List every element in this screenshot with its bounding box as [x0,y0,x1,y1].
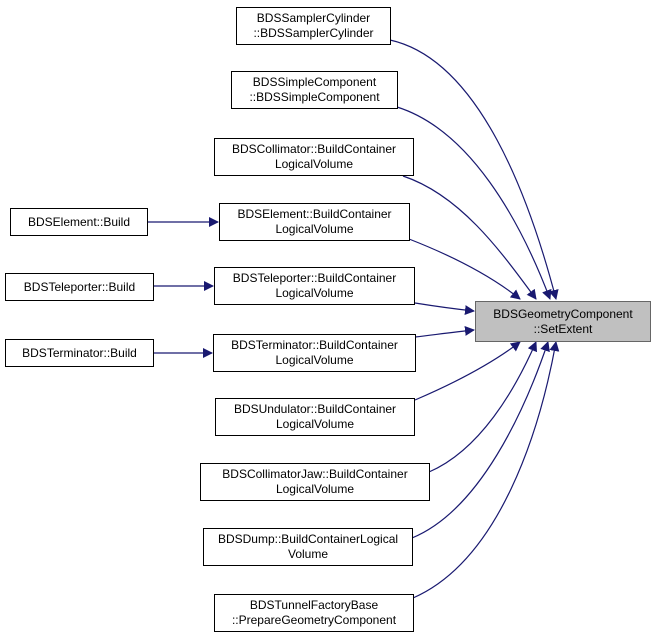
edge-collimator [402,175,537,300]
edge-sampler-cylinder [389,39,559,300]
edge-simple-component [396,106,552,300]
node-dump-build-container[interactable]: BDSDump::BuildContainerLogical Volume [203,528,413,566]
node-element-build-container[interactable]: BDSElement::BuildContainer LogicalVolume [219,203,410,241]
edge-element-bclv [408,238,521,300]
node-teleporter-build[interactable]: BDSTeleporter::Build [5,273,154,301]
node-collimatorjaw-build-container[interactable]: BDSCollimatorJaw::BuildContainer Logical… [200,463,430,501]
node-element-build[interactable]: BDSElement::Build [10,208,148,236]
node-sampler-cylinder[interactable]: BDSSamplerCylinder ::BDSSamplerCylinder [236,7,391,45]
node-teleporter-build-container[interactable]: BDSTeleporter::BuildContainer LogicalVol… [214,267,415,305]
edge-dump-bclv [411,341,550,539]
edge-teleporter-bclv [414,302,475,316]
edge-undulator-bclv [414,341,521,401]
edge-tunnel-factory [412,341,560,599]
node-terminator-build[interactable]: BDSTerminator::Build [5,339,154,367]
edge-terminator-bclv [414,325,475,338]
edge-collimatorjaw-bclv [428,341,537,473]
node-collimator-build-container[interactable]: BDSCollimator::BuildContainer LogicalVol… [214,138,414,176]
node-terminator-build-container[interactable]: BDSTerminator::BuildContainer LogicalVol… [213,334,416,372]
node-undulator-build-container[interactable]: BDSUndulator::BuildContainer LogicalVolu… [215,398,415,436]
node-tunnel-factory-prepare[interactable]: BDSTunnelFactoryBase ::PrepareGeometryCo… [214,594,414,632]
node-target-set-extent[interactable]: BDSGeometryComponent ::SetExtent [475,301,651,342]
node-simple-component[interactable]: BDSSimpleComponent ::BDSSimpleComponent [231,71,398,109]
